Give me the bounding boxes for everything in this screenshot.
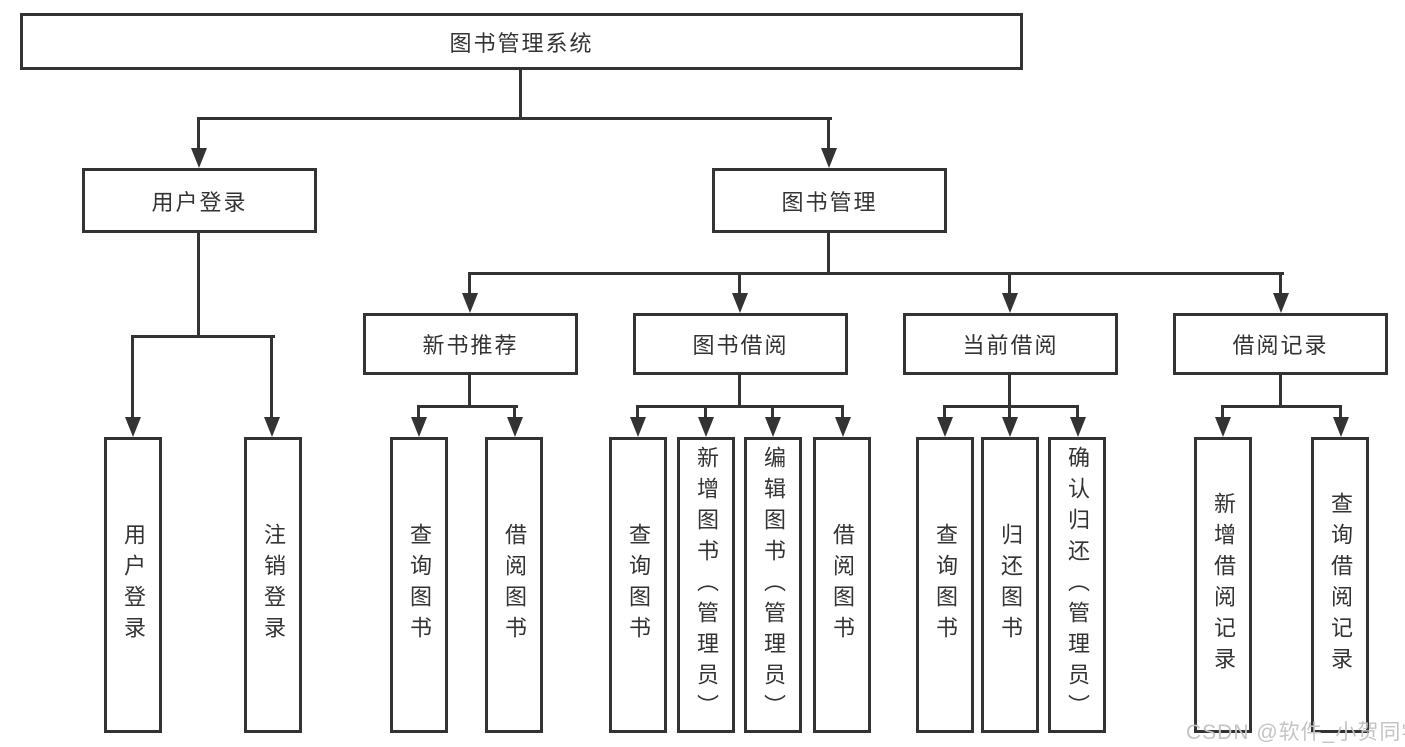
connector-to-leaf-borrow-2 [841, 405, 844, 419]
node-user-login-label: 用户登录 [151, 189, 248, 215]
arrowhead-new-book-recommend [462, 293, 478, 313]
node-current-borrowing: 当前借阅 [903, 313, 1118, 375]
arrowhead-leaf-edit-books [765, 417, 781, 437]
connector-to-leaf-logout [270, 335, 273, 419]
arrowhead-leaf-logout [264, 417, 280, 437]
node-borrowing-records-label: 借阅记录 [1232, 333, 1329, 358]
connector-to-leaf-return-books [1008, 405, 1011, 419]
leaf-query-books-2-label: 查询图书 [626, 523, 651, 647]
arrowhead-leaf-add-record [1215, 417, 1231, 437]
connector-to-leaf-confirm-return [1076, 405, 1079, 419]
node-book-borrowing-label: 图书借阅 [692, 333, 789, 358]
connector-to-leaf-query-3 [943, 405, 946, 419]
csdn-watermark: CSDN @软件_小贺同学 [1186, 721, 1405, 744]
connector-to-leaf-add-books [704, 405, 707, 419]
arrowhead-borrowing-records [1273, 293, 1289, 313]
arrowhead-leaf-borrow-2 [835, 417, 851, 437]
node-new-book-recommend: 新书推荐 [363, 313, 578, 375]
arrowhead-user-login [191, 148, 207, 168]
connector-to-book-borrowing [738, 272, 741, 295]
leaf-borrow-books-2-label: 借阅图书 [830, 523, 855, 647]
node-root-label: 图书管理系统 [449, 30, 594, 56]
leaf-add-books-admin: 新增图书（管理员） [677, 437, 735, 733]
leaf-query-books-2: 查询图书 [609, 437, 667, 733]
arrowhead-current-borrowing [1002, 293, 1018, 313]
connector-to-book-management [827, 117, 830, 150]
leaf-add-books-admin-label: 新增图书（管理员） [694, 445, 719, 725]
connector-to-borrowing-records [1279, 272, 1282, 295]
node-borrowing-records: 借阅记录 [1173, 313, 1388, 375]
connector-borrowing-records-stem [1279, 375, 1282, 407]
leaf-return-books: 归还图书 [981, 437, 1039, 733]
connector-user-login-stem [197, 233, 200, 338]
leaf-user-login-label: 用户登录 [121, 523, 146, 647]
node-book-borrowing: 图书借阅 [633, 313, 848, 375]
leaf-query-books-3-label: 查询图书 [933, 523, 958, 647]
connector-book-borrowing-rail [636, 405, 844, 408]
connector-to-leaf-query-2 [636, 405, 639, 419]
connector-book-management-stem [827, 233, 830, 275]
arrowhead-book-management [821, 148, 837, 168]
node-new-book-recommend-label: 新书推荐 [422, 333, 519, 358]
leaf-logout-label: 注销登录 [261, 523, 286, 647]
connector-to-leaf-borrow-1 [513, 405, 516, 419]
arrowhead-leaf-query-record [1333, 417, 1349, 437]
connector-current-borrowing-rail [943, 405, 1079, 408]
leaf-borrow-books-1-label: 借阅图书 [502, 523, 527, 647]
connector-current-borrowing-stem [1008, 375, 1011, 407]
node-root: 图书管理系统 [20, 13, 1023, 70]
arrowhead-leaf-confirm-return [1070, 417, 1086, 437]
connector-to-current-borrowing [1008, 272, 1011, 295]
leaf-add-borrow-record: 新增借阅记录 [1194, 437, 1252, 733]
node-book-management-label: 图书管理 [781, 189, 878, 215]
connector-new-book-recommend-rail [417, 405, 518, 408]
leaf-edit-books-admin: 编辑图书（管理员） [744, 437, 802, 733]
leaf-borrow-books-1: 借阅图书 [485, 437, 543, 733]
leaf-add-borrow-record-label: 新增借阅记录 [1211, 492, 1236, 678]
node-user-login: 用户登录 [82, 168, 317, 233]
node-book-management: 图书管理 [712, 168, 947, 233]
arrowhead-leaf-query-2 [630, 417, 646, 437]
connector-to-leaf-add-record [1221, 405, 1224, 419]
connector-to-user-login [197, 117, 200, 150]
connector-to-leaf-query-record [1339, 405, 1342, 419]
connector-level2-rail [197, 117, 832, 120]
connector-to-leaf-user-login [131, 335, 134, 419]
arrowhead-leaf-return-books [1002, 417, 1018, 437]
connector-to-leaf-edit-books [771, 405, 774, 419]
leaf-edit-books-admin-label: 编辑图书（管理员） [761, 445, 786, 725]
arrowhead-leaf-borrow-1 [507, 417, 523, 437]
arrowhead-leaf-user-login [125, 417, 141, 437]
connector-borrowing-records-rail [1221, 405, 1342, 408]
node-current-borrowing-label: 当前借阅 [962, 333, 1059, 358]
leaf-borrow-books-2: 借阅图书 [813, 437, 871, 733]
arrowhead-leaf-query-3 [937, 417, 953, 437]
arrowhead-book-borrowing [732, 293, 748, 313]
connector-book-borrowing-stem [738, 375, 741, 407]
arrowhead-leaf-add-books [698, 417, 714, 437]
connector-root-stem [519, 70, 522, 119]
leaf-confirm-return-admin: 确认归还（管理员） [1048, 437, 1106, 733]
leaf-return-books-label: 归还图书 [998, 523, 1023, 647]
leaf-confirm-return-admin-label: 确认归还（管理员） [1065, 445, 1090, 725]
leaf-query-books-3: 查询图书 [916, 437, 974, 733]
connector-to-leaf-query-1 [417, 405, 420, 419]
leaf-query-books-1: 查询图书 [390, 437, 448, 733]
connector-to-new-book-recommend [468, 272, 471, 295]
leaf-user-login: 用户登录 [104, 437, 162, 733]
leaf-logout: 注销登录 [244, 437, 302, 733]
leaf-query-borrow-record-label: 查询借阅记录 [1328, 492, 1353, 678]
leaf-query-books-1-label: 查询图书 [407, 523, 432, 647]
arrowhead-leaf-query-1 [411, 417, 427, 437]
connector-level3-rail [468, 272, 1284, 275]
leaf-query-borrow-record: 查询借阅记录 [1311, 437, 1369, 733]
connector-new-book-recommend-stem [468, 375, 471, 407]
connector-user-login-rail [131, 335, 275, 338]
